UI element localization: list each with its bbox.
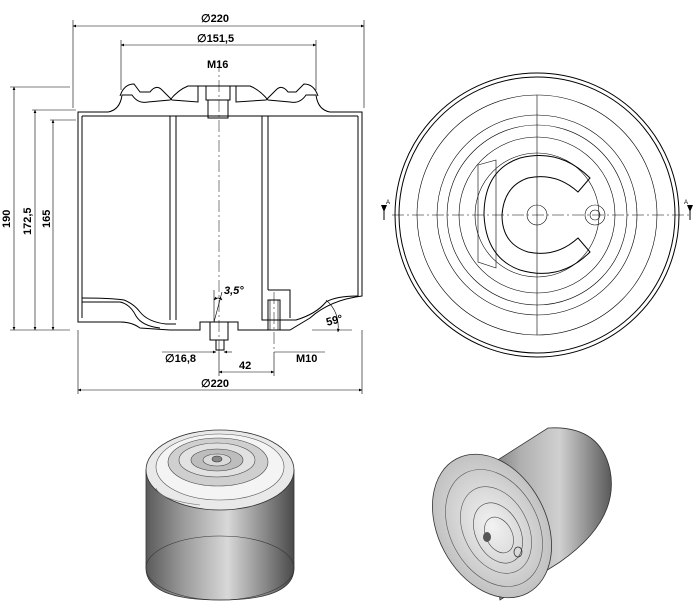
section-mark-right: A [684,200,688,206]
dim-pin-diameter: ∅16,8 [165,353,196,365]
top-view: A A [381,72,693,358]
dim-side-angle: 59° [325,313,344,329]
isometric-view-front [145,429,295,601]
dim-height-inner: 165 [41,210,53,228]
dim-height-total: 190 [1,210,13,228]
dim-bottom-thread: M10 [296,353,317,365]
dim-bottom-angle: 3,5° [224,285,244,297]
section-mark-left: A [386,200,390,206]
dim-top-thread: M16 [207,59,228,71]
dim-pin-offset: 42 [239,360,251,372]
dim-height-mid: 172,5 [22,207,34,235]
isometric-view-rear [432,427,612,601]
dim-outer-diameter-bottom: ∅220 [201,378,229,390]
section-view: ∅220 ∅151,5 M16 190 172,5 165 [1,13,365,394]
dim-outer-diameter-top: ∅220 [201,13,229,25]
dim-plate-diameter: ∅151,5 [197,33,234,45]
